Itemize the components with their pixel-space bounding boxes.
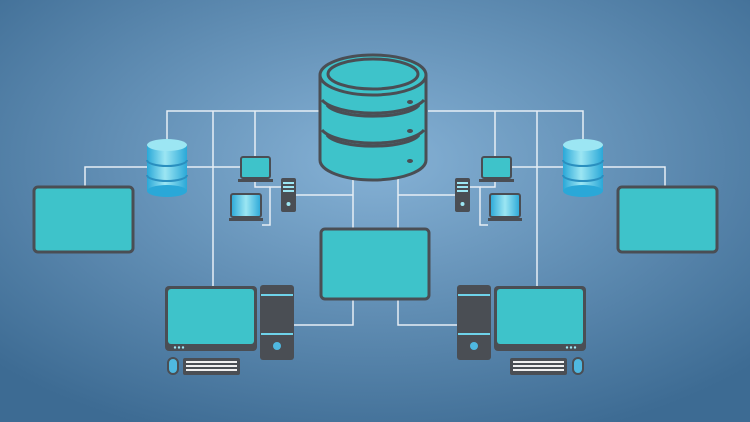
- tablet-icon-left: [32, 185, 135, 254]
- central-database-icon: [318, 53, 428, 182]
- small-database-icon-left: [146, 139, 188, 197]
- tablet-icon-right: [616, 185, 719, 254]
- tablet-icon-center: [319, 227, 431, 301]
- mouse-icon: [572, 357, 584, 375]
- small-monitor-icon-right: [479, 156, 514, 182]
- server-tower-icon-left: [281, 178, 296, 212]
- desktop-computer-icon-right: [457, 285, 586, 375]
- connector-lines: [84, 110, 666, 326]
- laptop-icon-right: [488, 193, 522, 221]
- server-tower-icon-right: [455, 178, 470, 212]
- small-database-icon-right: [562, 139, 604, 197]
- desktop-computer-icon-left: [165, 285, 294, 375]
- small-monitor-icon-left: [238, 156, 273, 182]
- mouse-icon: [167, 357, 179, 375]
- laptop-icon-left: [229, 193, 263, 221]
